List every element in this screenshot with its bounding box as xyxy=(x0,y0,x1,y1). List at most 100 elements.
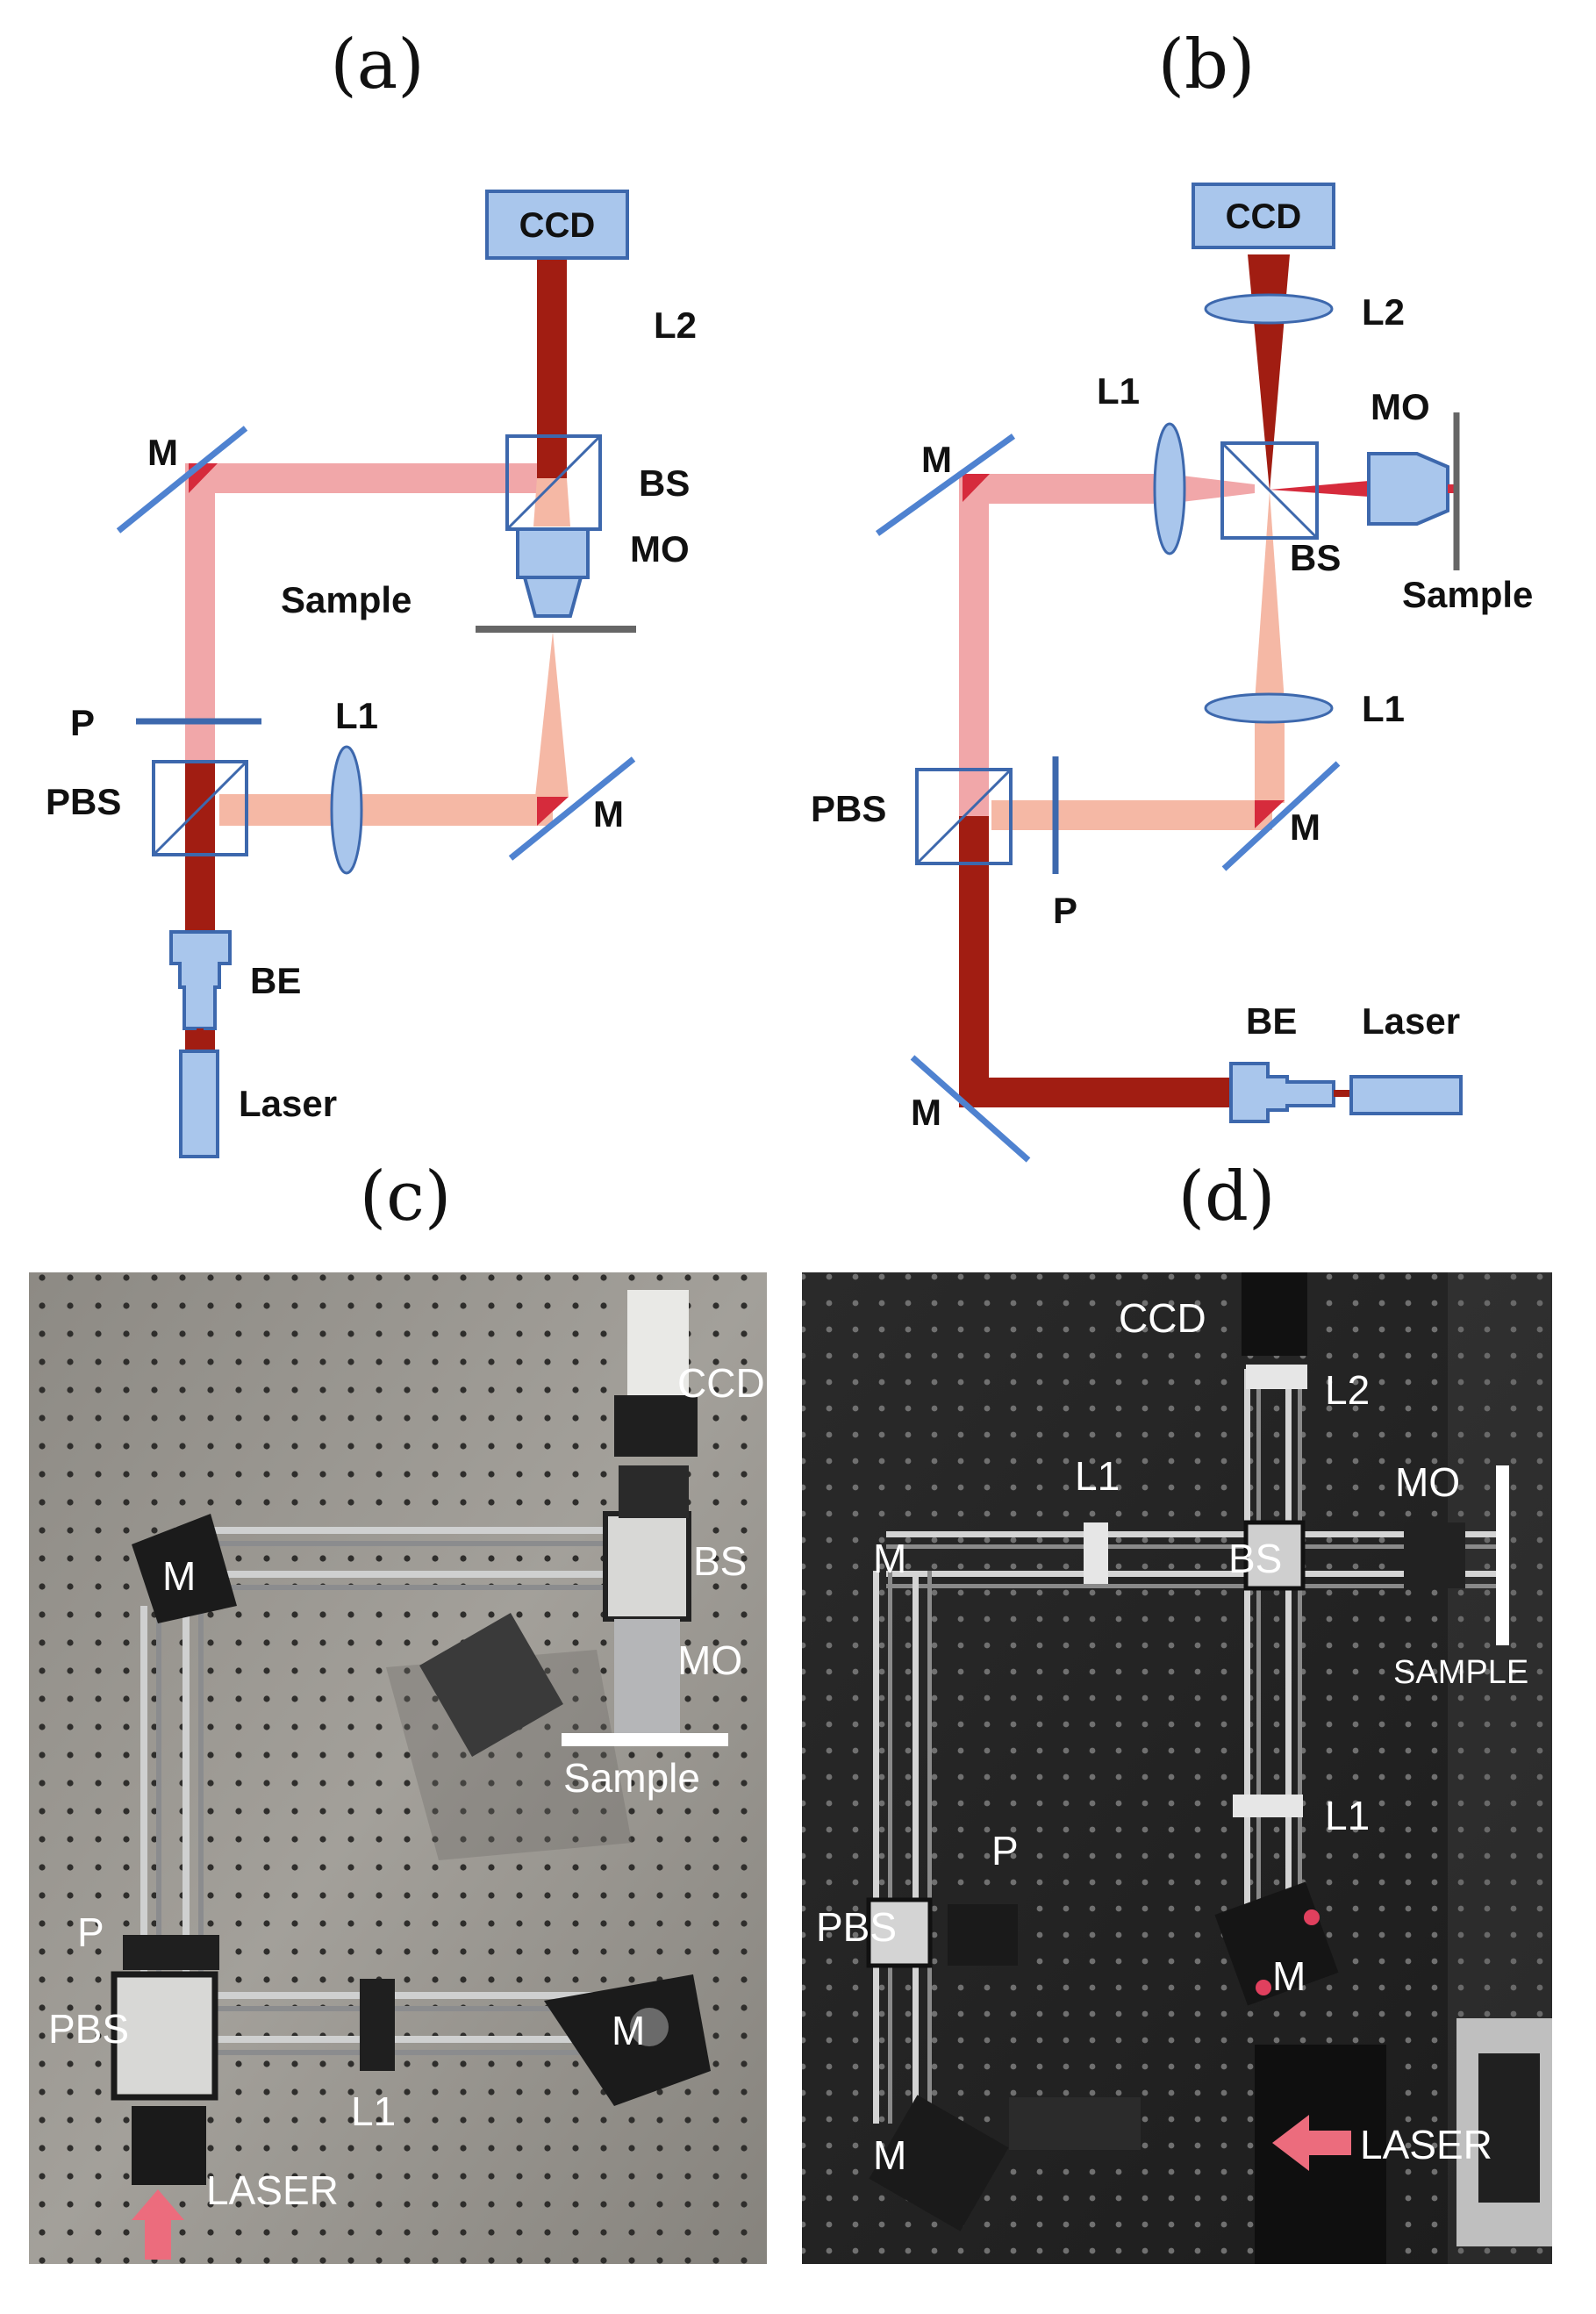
photo-c-l1: L1 xyxy=(351,2088,396,2134)
photo-d-ccd: CCD xyxy=(1119,1295,1206,1341)
beam-l1-lower-cone xyxy=(1255,491,1285,702)
pbs-cube xyxy=(152,760,248,856)
bs-mount-d xyxy=(1243,1520,1306,1591)
panel-c-caption: (c) xyxy=(360,1157,452,1236)
panel-a-caption: (a) xyxy=(330,25,424,104)
photo-d-m-top: M xyxy=(873,1536,906,1581)
photo-d-bs: BS xyxy=(1228,1536,1282,1581)
beam-pbs-to-m-right xyxy=(991,800,1272,830)
laser-arrow-c xyxy=(132,2189,184,2260)
laser-label-b: Laser xyxy=(1362,1000,1460,1042)
photo-c-m-right: M xyxy=(612,2008,645,2053)
photo-d-laser: LASER xyxy=(1360,2122,1492,2167)
mirror-top xyxy=(116,426,248,534)
beam-pbs-to-m-top xyxy=(959,474,989,816)
p-label-b: P xyxy=(1053,890,1077,931)
mirror-mount-right xyxy=(544,1974,711,2106)
bs-diagonal xyxy=(505,434,602,531)
lens-l1-mount-d xyxy=(1084,1522,1108,1584)
laser-label: Laser xyxy=(239,1083,337,1124)
beam-bs-lower xyxy=(533,478,570,527)
beam-m-to-pbs xyxy=(959,816,989,1107)
mirror-bottom-label-b: M xyxy=(911,1092,941,1133)
beam-mirror-spot-b-top xyxy=(963,474,990,502)
photo-c-bs: BS xyxy=(693,1538,747,1584)
bs-mount xyxy=(603,1511,691,1622)
mo-mount-d xyxy=(1404,1522,1465,1588)
beam-ccd-cone xyxy=(1248,254,1290,491)
beam-to-mo xyxy=(1270,481,1369,497)
lens-l1-lower-b xyxy=(1204,692,1334,724)
photo-d-p: P xyxy=(991,1828,1019,1873)
l2-label: L2 xyxy=(654,304,697,346)
panel-d: (d) xyxy=(802,1157,1552,2264)
ccd-box xyxy=(485,190,629,260)
photo-c-m: M xyxy=(162,1553,196,1599)
beam-bs-to-ccd xyxy=(537,246,567,491)
photo-d-l1-top: L1 xyxy=(1075,1453,1120,1499)
ccd-camera-d xyxy=(1242,1272,1307,1356)
bs-label-b: BS xyxy=(1290,537,1341,578)
panel-a: (a) CCD L2 M BS MO Sample P L1 PBS xyxy=(46,25,697,1158)
sample-label: Sample xyxy=(281,579,412,620)
objective-mo-b xyxy=(1367,452,1449,526)
lens-mount-l1 xyxy=(360,1979,395,2071)
photo-d-sample: SAMPLE xyxy=(1393,1654,1528,1691)
sample-label-b: Sample xyxy=(1402,574,1533,615)
panel-c: (c) xyxy=(29,1157,767,2264)
p-label: P xyxy=(70,702,95,743)
photo-d-pbs: PBS xyxy=(816,1904,897,1950)
panel-b: (b) CCD L2 L1 MO Sample M BS L1 xyxy=(811,25,1533,1163)
mo-label: MO xyxy=(630,528,690,570)
photo-d-l1-lower: L1 xyxy=(1325,1793,1370,1838)
mirror-right xyxy=(508,756,636,861)
beam-m-to-sample xyxy=(535,632,569,797)
translation-stage xyxy=(419,1613,563,1757)
beam-expander-be xyxy=(169,930,232,1030)
ccd-label-b: CCD xyxy=(1226,197,1302,236)
mirror-bottom-mount-d xyxy=(869,2095,1009,2232)
beam-mirror-spot-b-right xyxy=(1255,800,1285,828)
ccd-box-b xyxy=(1192,183,1335,249)
lens-l2-mount-d xyxy=(1246,1365,1307,1389)
panel-b-caption: (b) xyxy=(1158,25,1256,104)
photo-c-mo: MO xyxy=(677,1637,742,1683)
l1-lower-label-b: L1 xyxy=(1362,688,1405,729)
photo-c-laser: LASER xyxy=(206,2167,339,2213)
beam-m-to-l1 xyxy=(974,474,1176,504)
photo-d-m-right: M xyxy=(1272,1953,1306,1999)
pbs-mount-d xyxy=(866,1897,933,1968)
pbs-diagonal xyxy=(152,760,248,856)
pbs-diagonal-b xyxy=(915,768,1013,865)
photo-c-p: P xyxy=(77,1909,104,1955)
ccd-label: CCD xyxy=(519,206,596,245)
photo-c-sample: Sample xyxy=(563,1755,700,1801)
laser-box-b xyxy=(1349,1075,1463,1115)
beam-l1-cone xyxy=(1167,474,1255,504)
be-label-b: BE xyxy=(1246,1000,1297,1042)
mo-body xyxy=(614,1619,680,1733)
lens-l2-b xyxy=(1204,293,1334,325)
mirror-right-label-b: M xyxy=(1290,806,1320,848)
pbs-cube-b xyxy=(915,768,1013,865)
photo-d-mo: MO xyxy=(1395,1459,1460,1505)
l1-label: L1 xyxy=(335,695,378,736)
polarizer-mount-d xyxy=(948,1904,1018,1966)
bs-label: BS xyxy=(639,462,690,504)
laser-segment-b xyxy=(1334,1090,1353,1097)
panel-d-caption: (d) xyxy=(1178,1157,1276,1236)
mirror-bottom-b xyxy=(910,1055,1031,1163)
l1-top-label-b: L1 xyxy=(1097,370,1140,412)
pbs-label: PBS xyxy=(46,781,121,822)
mirror-top-b xyxy=(875,433,1016,536)
pbs-label-b: PBS xyxy=(811,788,886,829)
photo-c: CCD M BS MO Sample P PBS M L1 LASER xyxy=(29,1272,767,2264)
objective-mo xyxy=(516,527,590,618)
laser-arrow-d xyxy=(1272,2115,1351,2171)
sample-marker-d xyxy=(1496,1465,1509,1645)
beam-l1-to-m-cone xyxy=(338,794,544,826)
beam-mirror-to-bs xyxy=(200,463,551,493)
bs-diagonal-b xyxy=(1220,441,1319,540)
mirror-right-b xyxy=(1221,761,1341,871)
mirror-top-label: M xyxy=(147,432,178,473)
